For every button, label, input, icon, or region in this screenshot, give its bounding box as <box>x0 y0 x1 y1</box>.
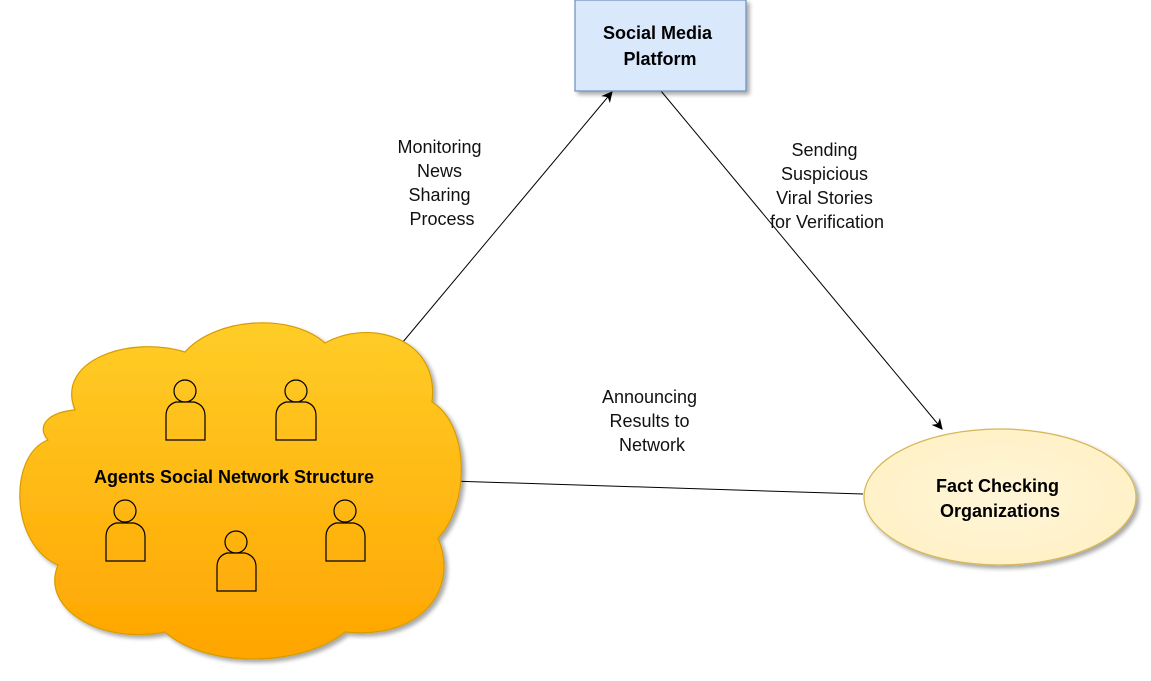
edge-sending-label-line: Sending <box>791 140 857 160</box>
agents-label: Agents Social Network Structure <box>94 467 374 487</box>
edge-announcing-label: Announcing Results to Network <box>602 387 702 455</box>
fact-checkers-ellipse[interactable] <box>863 428 1137 566</box>
edge-announcing-label-line: Network <box>619 435 686 455</box>
edge-sending-label: Sending Suspicious Viral Stories for Ver… <box>770 140 884 232</box>
edge-announcing-label-line: Results to <box>609 411 689 431</box>
edge-announcing-label-line: Announcing <box>602 387 697 407</box>
edge-sending-label-line: Suspicious <box>781 164 868 184</box>
person-icon <box>105 499 146 562</box>
platform-box[interactable] <box>574 0 747 92</box>
edges <box>386 90 943 495</box>
platform-label: Social Media Platform <box>603 23 717 69</box>
edge-sending-line[interactable] <box>660 90 943 430</box>
edge-monitoring-label: Monitoring News Sharing Process <box>397 137 486 229</box>
person-icon <box>165 379 206 441</box>
platform-label-line1: Social Media <box>603 23 713 43</box>
edge-monitoring-label-line: Sharing <box>408 185 470 205</box>
edge-monitoring-label-line: Process <box>409 209 474 229</box>
person-icon <box>216 530 257 592</box>
person-icon <box>325 499 366 562</box>
platform-node[interactable]: Social Media Platform <box>574 0 747 92</box>
fact-checkers-label: Fact Checking Organizations <box>936 476 1064 521</box>
fact-checkers-label-line2: Organizations <box>940 501 1060 521</box>
agents-cloud[interactable] <box>19 322 462 660</box>
edge-monitoring-label-line: Monitoring <box>397 137 481 157</box>
edge-announcing-line[interactable] <box>417 474 864 495</box>
edge-sending-label-line: Viral Stories <box>776 188 873 208</box>
fact-checkers-label-line1: Fact Checking <box>936 476 1059 496</box>
agents-node[interactable]: Agents Social Network Structure <box>19 322 462 660</box>
edge-sending-label-line: for Verification <box>770 212 884 232</box>
edge-monitoring-label-line: News <box>417 161 462 181</box>
platform-label-line2: Platform <box>623 49 696 69</box>
person-icon <box>275 379 317 441</box>
fact-checkers-node[interactable]: Fact Checking Organizations <box>863 428 1137 566</box>
edge-monitoring-line[interactable] <box>386 91 613 362</box>
